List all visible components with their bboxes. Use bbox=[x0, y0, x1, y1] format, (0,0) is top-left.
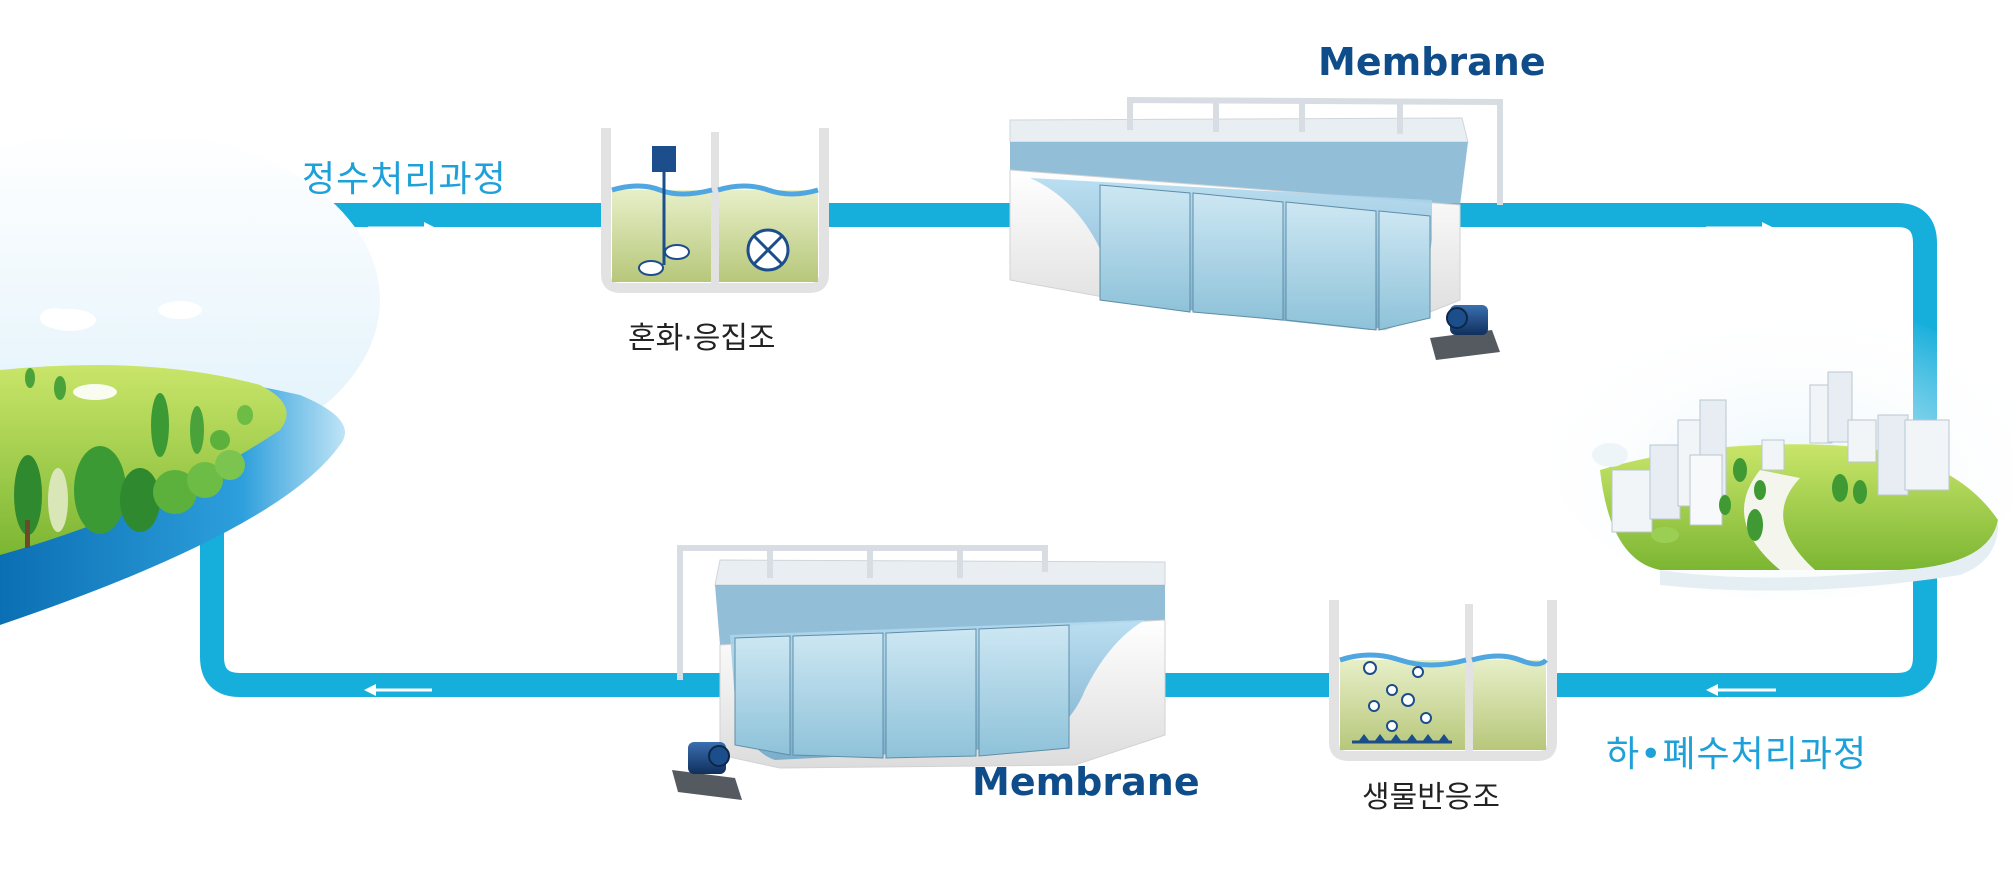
cloud-icon bbox=[40, 301, 202, 331]
top-process-label: 정수처리과정 bbox=[302, 159, 507, 200]
bio-tank-label: 생물반응조 bbox=[1362, 780, 1500, 815]
nature-island-illustration bbox=[0, 130, 380, 625]
pump-icon bbox=[1430, 305, 1500, 360]
bio-reactor-tank bbox=[1329, 600, 1557, 761]
stirrer-icon bbox=[638, 146, 690, 276]
membrane-top-label: Membrane bbox=[1318, 40, 1546, 84]
arrow-right-icon bbox=[1706, 222, 1774, 234]
membrane-bottom-label: Membrane bbox=[972, 760, 1200, 804]
arrow-left-icon bbox=[364, 684, 432, 696]
valve-icon bbox=[746, 228, 790, 272]
pump-icon bbox=[672, 742, 742, 800]
building-icon bbox=[1611, 371, 1950, 533]
membrane-module bbox=[734, 624, 1070, 759]
tree-icon bbox=[14, 368, 253, 548]
membrane-tank-top bbox=[1009, 96, 1503, 360]
mixing-tank-label: 혼화·응집조 bbox=[628, 321, 776, 356]
tree-icon bbox=[1592, 443, 1867, 543]
membrane-module bbox=[1099, 184, 1431, 331]
air-bubble-icon bbox=[1363, 661, 1432, 732]
mixing-coagulation-tank bbox=[601, 128, 829, 293]
membrane-tank-bottom bbox=[672, 545, 1166, 800]
diffuser-icon bbox=[1352, 734, 1452, 744]
arrow-right-icon bbox=[368, 222, 436, 234]
bottom-process-label: 하•폐수처리과정 bbox=[1606, 734, 1868, 775]
arrow-left-icon bbox=[1706, 684, 1776, 696]
city-island-illustration bbox=[1550, 300, 2012, 600]
